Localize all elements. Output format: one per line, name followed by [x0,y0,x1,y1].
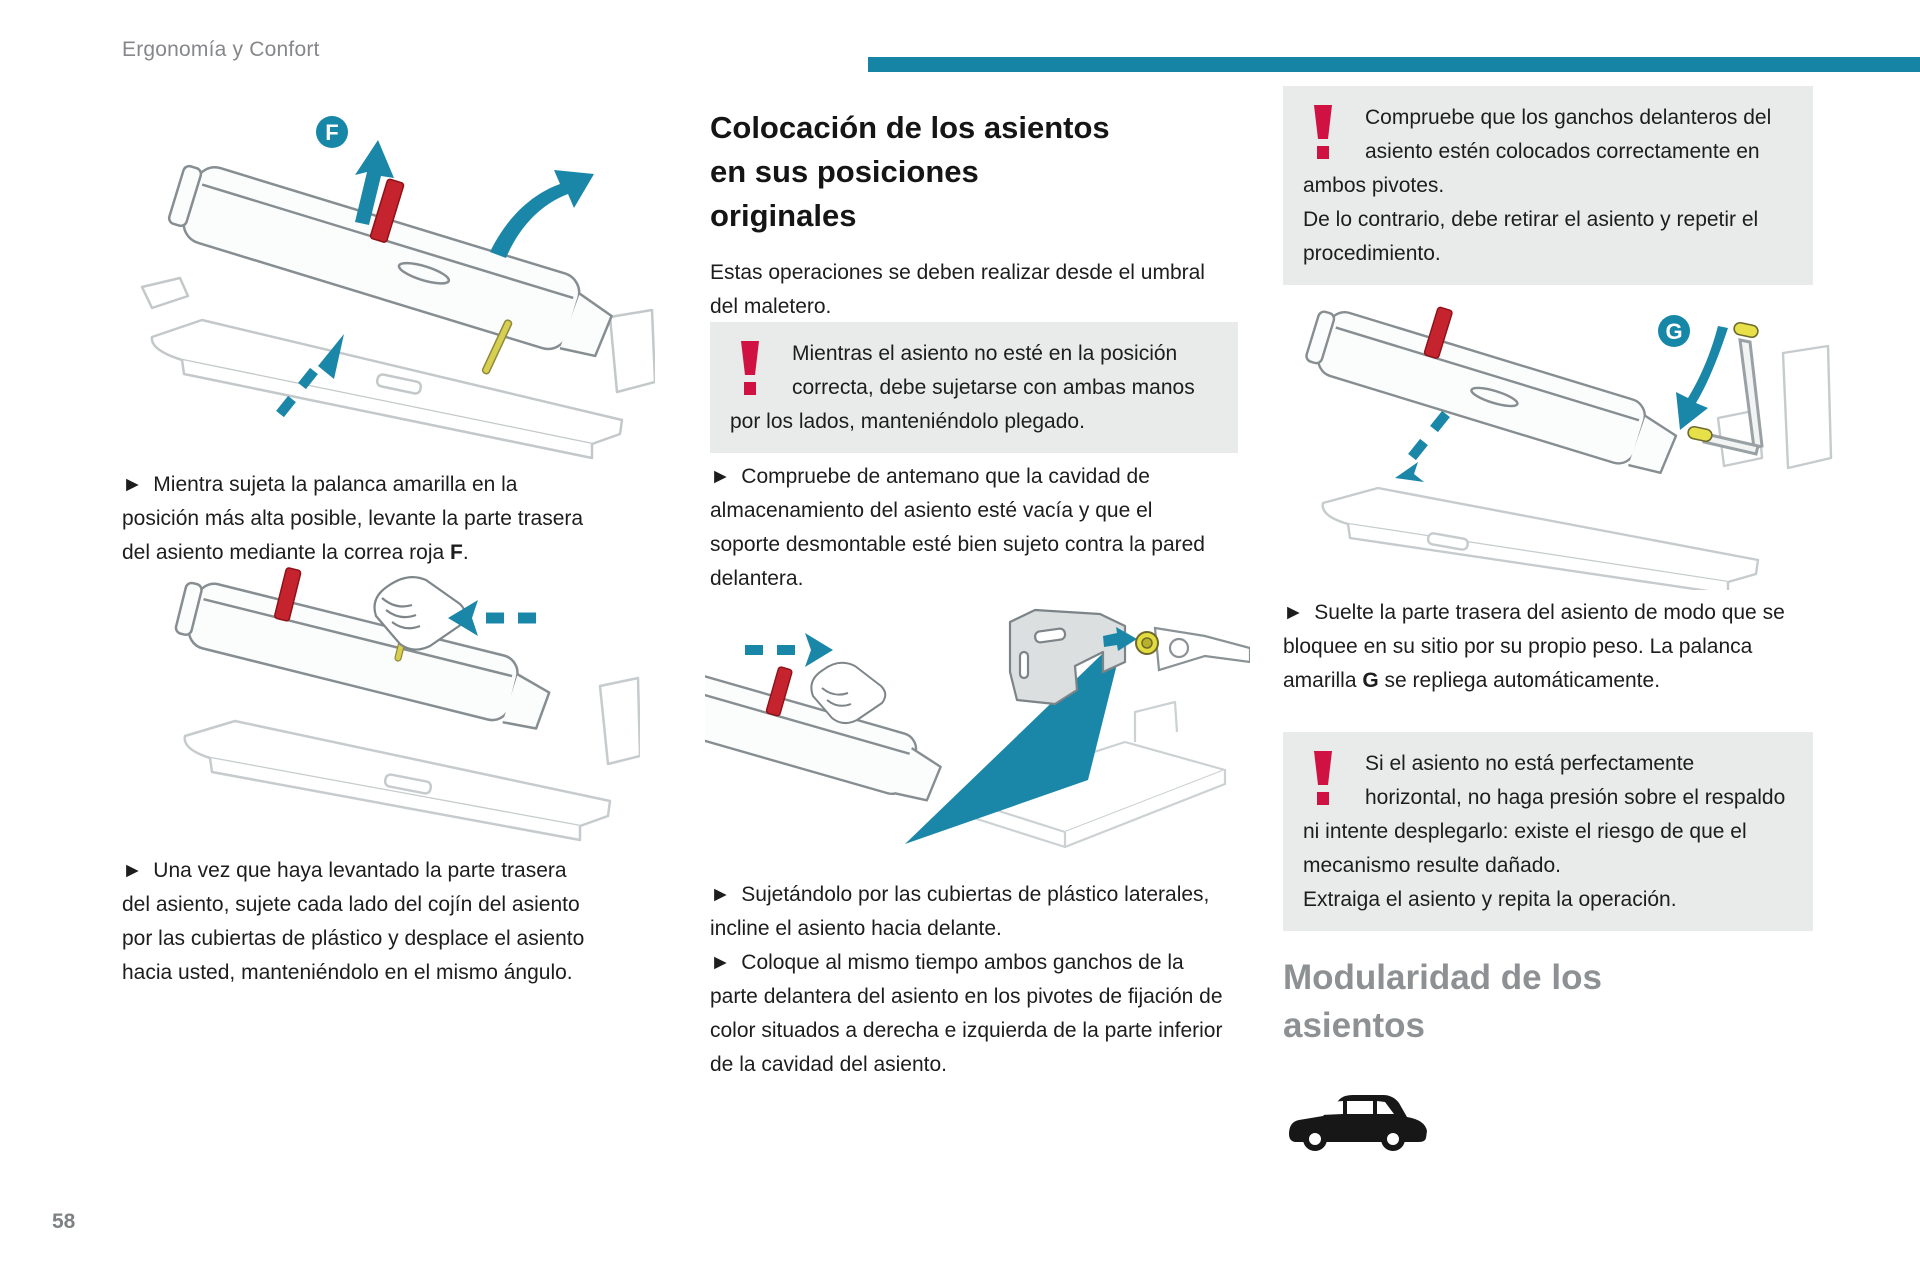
floor-sill-lineart [140,276,655,460]
middle-steps-block: ► Sujetándolo por las cubiertas de plást… [710,878,1225,1082]
red-strap [273,567,302,622]
folded-seat-lineart [167,164,613,375]
warning-icon [1303,747,1365,811]
label-f-ref: F [450,541,463,564]
figure-seat-pull-back [174,567,640,842]
up-arrow [355,140,394,225]
dashed-arrow [276,367,318,418]
yellow-lever [481,319,513,375]
middle-step-3: ► Coloque al mismo tiempo ambos ganchos … [710,951,1223,1076]
yellow-lever-tip-lower [1687,425,1713,443]
right-step-1-end: se repliega automáticamente. [1378,669,1661,692]
middle-step-1: ► Compruebe de antemano que la cavidad d… [710,465,1205,590]
floor-sill-lineart [183,676,640,842]
warning-text: Mientras el asiento no esté en la posici… [730,342,1195,433]
figure-seat-hook-pivot [705,608,1250,849]
figure-seat-release-lever-g: G [1305,306,1833,590]
chapter-header: Ergonomía y Confort [122,38,320,61]
middle-intro: Estas operaciones se deben realizar desd… [710,261,1205,318]
folded-seat-lineart [705,666,942,802]
left-step-2: ► Una vez que haya levantado la parte tr… [122,859,585,984]
small-arrow [1103,627,1137,651]
left-step-1-text: ► Mientra sujeta la palanca amarilla en … [122,473,584,564]
label-f-badge [316,116,348,148]
section-title: Colocación de los asientos en sus posici… [710,110,1110,233]
car-icon [1289,1095,1427,1151]
left-step-1: ► Mientra sujeta la palanca amarilla en … [122,468,594,570]
label-g-badge [1658,315,1690,347]
left-step-1-end: . [462,541,469,564]
curved-arrow-g [1676,326,1728,430]
red-strap [765,666,793,717]
next-section-heading: Modularidad de los asientos [1283,958,1602,1045]
warning-box-hold-seat: Mientras el asiento no esté en la posici… [710,322,1238,453]
page-number: 58 [52,1210,76,1233]
hand-lineart [810,661,887,724]
warning-text: Si el asiento no está perfectamente hori… [1303,752,1786,911]
warning-box-check-hooks: Compruebe que los ganchos delanteros del… [1283,86,1813,285]
figure-seat-lift-strap-f: F [140,116,655,460]
dashed-arrow-left-head [448,600,478,636]
folded-seat-lineart [1305,306,1678,475]
yellow-lever-tip-upper [1733,321,1759,339]
warning-icon [730,337,792,401]
red-strap [1423,306,1453,359]
label-f-text: F [325,120,338,145]
label-g-text: G [1665,319,1682,344]
hand-lineart [373,575,467,651]
dashed-arrow-down [1408,410,1450,461]
dashed-arrow-down-head [1395,462,1424,482]
hook-cover-detail [1008,608,1127,706]
header-accent-bar [868,57,1920,72]
warning-box-not-horizontal: Si el asiento no está perfectamente hori… [1283,732,1813,931]
dashed-arrow-head [318,334,344,379]
dashed-arrow-right-head [805,633,833,667]
red-strap-f [369,178,405,243]
right-step-1-text: ► Suelte la parte trasera del asiento de… [1283,601,1785,692]
warning-text: Compruebe que los ganchos delanteros del… [1303,106,1772,265]
curved-arrow [490,170,594,258]
right-step-1: ► Suelte la parte trasera del asiento de… [1283,596,1798,698]
folded-seat-lineart [174,567,551,730]
middle-step-2: ► Sujetándolo por las cubiertas de plást… [710,883,1210,940]
pivot-detail [1135,626,1250,672]
label-g-ref: G [1362,669,1379,692]
floor-sill-lineart [1321,344,1833,590]
warning-icon [1303,101,1365,165]
